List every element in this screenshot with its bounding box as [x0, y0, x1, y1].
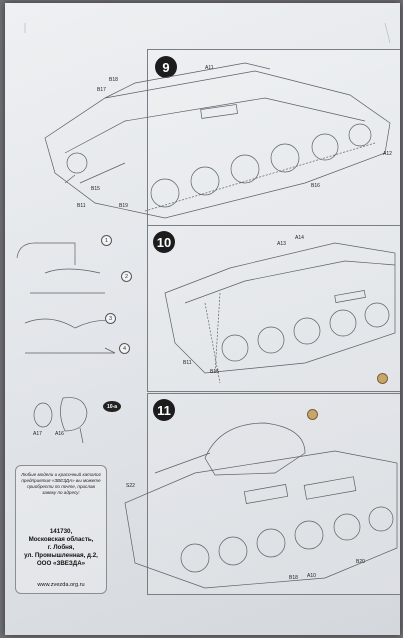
catalog-note: Любые модели и красочный каталог предпри… [21, 472, 101, 495]
address-line: Московская область, [28, 536, 94, 543]
substep-2: 2 [121, 271, 132, 282]
substep-3: 3 [105, 313, 116, 324]
substep-4: 4 [119, 343, 130, 354]
website-link[interactable]: www.zvezda.org.ru [37, 582, 85, 588]
label-b16: B16 [311, 183, 320, 189]
step-9-badge: 9 [155, 56, 177, 78]
address-line: 141730, [49, 528, 73, 535]
label-b18-s11: B18 [289, 575, 298, 581]
label-b15: B15 [91, 186, 100, 192]
label-a12: A12 [383, 151, 392, 157]
label-a16: A16 [55, 431, 64, 437]
callout-10a-badge: 10-a [103, 401, 121, 412]
label-b15-s10: B15 [210, 369, 219, 375]
step-10-panel [147, 225, 400, 392]
label-a11: A11 [205, 65, 214, 71]
label-b18-top: B18 [109, 77, 118, 83]
postal-address: 141730, Московская область, г. Лобня, ул… [20, 528, 102, 568]
label-b11: B11 [77, 203, 86, 209]
label-s22: S22 [126, 483, 135, 489]
label-b20: B20 [356, 559, 365, 565]
address-line: ООО «ЗВЕЗДА» [36, 560, 86, 567]
paint-color-icon [307, 409, 318, 420]
label-b17: B17 [97, 87, 106, 93]
step-10-badge: 10 [153, 231, 175, 253]
address-line: ул. Промышленная, д.2, [24, 552, 98, 559]
paint-color-icon [377, 373, 388, 384]
substep-1: 1 [101, 235, 112, 246]
label-a17: A17 [33, 431, 42, 437]
label-a14: A14 [295, 235, 304, 241]
catalog-info-box: Любые модели и красочный каталог предпри… [15, 465, 107, 594]
step-9-panel [147, 49, 400, 226]
assembly-line-art [16, 22, 398, 589]
step-11-badge: 11 [153, 399, 175, 421]
label-a10: A10 [307, 573, 316, 579]
label-b11-s10: B11 [183, 360, 192, 366]
label-b19: B19 [119, 203, 128, 209]
step-11-panel [147, 393, 400, 595]
label-a13: A13 [277, 241, 286, 247]
instruction-sheet: 9 10 11 [5, 3, 400, 635]
address-line: г. Лобня, [47, 544, 75, 551]
